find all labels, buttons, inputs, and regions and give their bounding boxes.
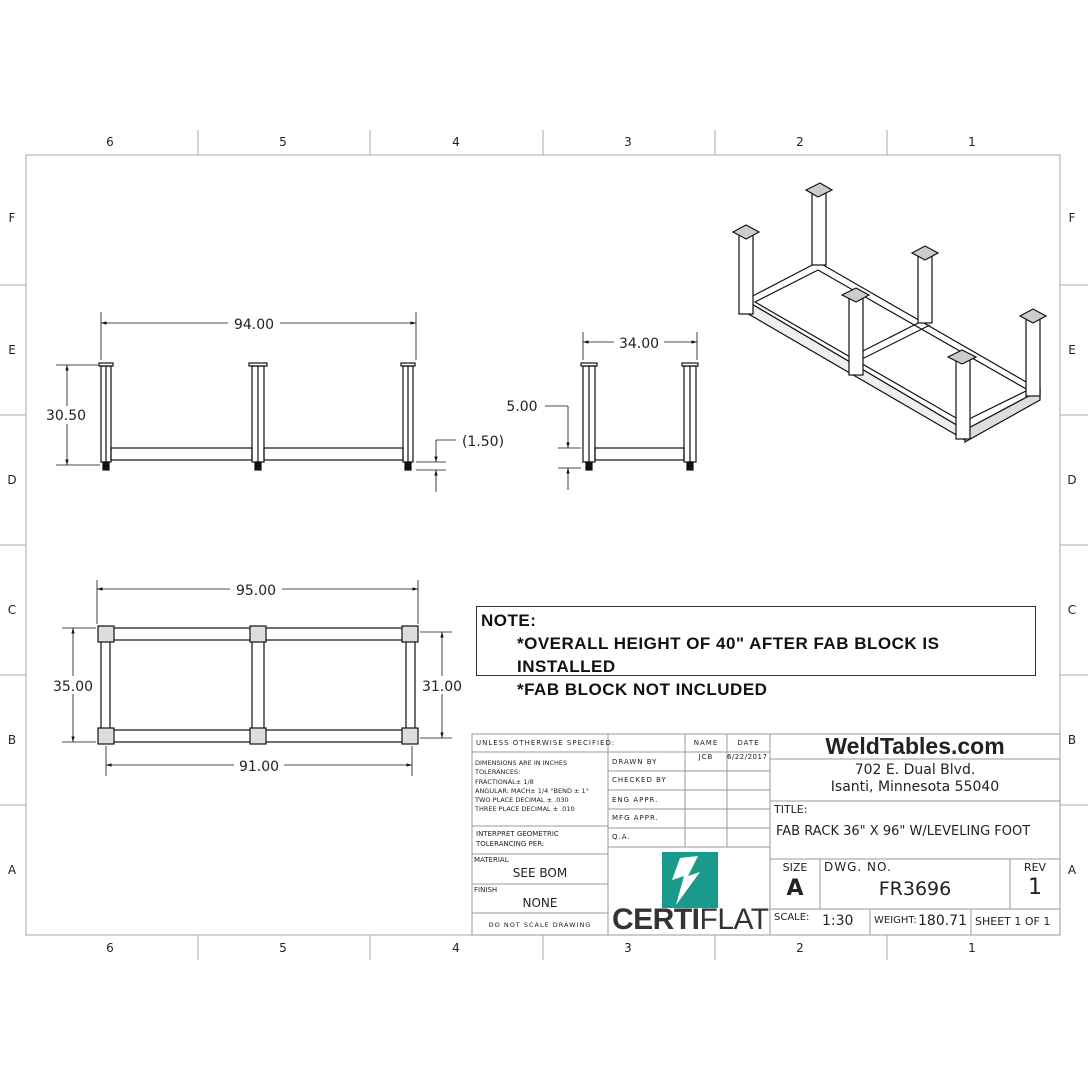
- dwg-no-value: FR3696: [878, 878, 952, 900]
- zone-row-f-right: F: [1069, 211, 1076, 225]
- role-checked-by: CHECKED BY: [612, 776, 667, 784]
- dim-front-width: 94.00: [234, 317, 274, 333]
- address-line-1: 702 E. Dual Blvd.: [854, 762, 976, 778]
- dim-top-outer-length: 95.00: [236, 583, 276, 599]
- zone-row-d-right: D: [1067, 473, 1076, 487]
- role-mfg-appr: MFG APPR.: [612, 814, 659, 822]
- interpret-tolerancing: INTERPRET GEOMETRIC TOLERANCING PER:: [476, 829, 559, 849]
- logo-text-light: FLAT: [699, 903, 770, 936]
- company-name: WeldTables.com: [825, 733, 1005, 759]
- zone-col-6-bottom: 6: [106, 941, 114, 955]
- front-view: [56, 312, 456, 492]
- certiflat-logo: CERTIFLAT: [612, 903, 769, 937]
- note-line-2: *FAB BLOCK NOT INCLUDED: [517, 680, 768, 699]
- scale-value: 1:30: [822, 913, 854, 929]
- zone-col-4-top: 4: [452, 135, 460, 149]
- drawn-by-date: 6/22/2017: [727, 753, 768, 761]
- dim-top-inner-width: 31.00: [422, 679, 462, 695]
- top-view: [62, 580, 452, 776]
- scale-label: SCALE:: [774, 912, 810, 923]
- material-value: SEE BOM: [512, 866, 568, 880]
- zone-labels: 6 5 4 3 2 1 6 5 4 3 2 1 F E D C B A F E …: [7, 135, 1077, 955]
- dim-top-outer-width: 35.00: [53, 679, 93, 695]
- tolerance-line: THREE PLACE DECIMAL ± .010: [475, 805, 575, 814]
- zone-col-2-bottom: 2: [796, 941, 804, 955]
- zone-row-e-left: E: [8, 343, 16, 357]
- rev-value: 1: [1028, 875, 1042, 900]
- tolerance-line: FRACTIONAL± 1/8: [475, 777, 534, 786]
- dim-top-inner-length: 91.00: [239, 759, 279, 775]
- tolerance-line: TWO PLACE DECIMAL ± .030: [475, 796, 569, 805]
- date-header: DATE: [737, 739, 760, 747]
- dim-foot-height: (1.50): [462, 434, 504, 450]
- zone-col-5-bottom: 5: [279, 941, 287, 955]
- role-qa: Q.A.: [612, 833, 631, 841]
- material-label: MATERIAL: [474, 856, 509, 864]
- note-line-1: *OVERALL HEIGHT OF 40" AFTER FAB BLOCK I…: [517, 634, 940, 676]
- dim-rail-height: 5.00: [506, 399, 537, 415]
- tolerance-line: DIMENSIONS ARE IN INCHES: [475, 759, 568, 767]
- finish-value: NONE: [522, 896, 558, 910]
- tolerance-line: TOLERANCES:: [475, 768, 521, 777]
- zone-row-d-left: D: [7, 473, 16, 487]
- rev-label: REV: [1023, 861, 1047, 874]
- zone-row-a-left: A: [8, 863, 17, 877]
- tolerance-line: ANGULAR: MACH± 1/4 °BEND ± 1°: [475, 786, 589, 795]
- note-box: NOTE: *OVERALL HEIGHT OF 40" AFTER FAB B…: [476, 606, 1036, 699]
- zone-col-3-top: 3: [624, 135, 632, 149]
- drawing-title: FAB RACK 36" X 96" W/LEVELING FOOT: [776, 824, 1031, 839]
- isometric-view: [731, 182, 1048, 444]
- interpret-line: INTERPRET GEOMETRIC: [476, 830, 559, 838]
- zone-row-a-right: A: [1068, 863, 1077, 877]
- zone-row-c-right: C: [1068, 603, 1076, 617]
- zone-col-1-bottom: 1: [968, 941, 976, 955]
- zone-col-3-bottom: 3: [624, 941, 632, 955]
- zone-row-f-left: F: [9, 211, 16, 225]
- zone-col-4-bottom: 4: [452, 941, 460, 955]
- dim-side-width: 34.00: [619, 336, 659, 352]
- zone-row-e-right: E: [1068, 343, 1076, 357]
- unless-specified-label: UNLESS OTHERWISE SPECIFIED:: [476, 739, 616, 747]
- dwg-no-label: DWG. NO.: [824, 860, 892, 874]
- zone-col-1-top: 1: [968, 135, 976, 149]
- drawn-by-name: JCB: [698, 753, 714, 761]
- size-label: SIZE: [782, 861, 808, 874]
- do-not-scale: DO NOT SCALE DRAWING: [488, 921, 592, 929]
- weight-value: 180.71: [918, 913, 967, 929]
- size-value: A: [786, 876, 804, 901]
- logo-text-bold: CERTI: [612, 903, 700, 936]
- sheet-number: SHEET 1 OF 1: [975, 915, 1051, 928]
- role-eng-appr: ENG APPR.: [612, 796, 659, 804]
- zone-col-5-top: 5: [279, 135, 287, 149]
- zone-col-2-top: 2: [796, 135, 804, 149]
- interpret-line: TOLERANCING PER:: [476, 840, 545, 848]
- zone-row-b-left: B: [8, 733, 16, 747]
- title-label: TITLE:: [774, 803, 808, 816]
- role-drawn-by: DRAWN BY: [612, 758, 658, 766]
- weight-label: WEIGHT:: [874, 915, 917, 926]
- zone-row-b-right: B: [1068, 733, 1076, 747]
- zone-row-c-left: C: [8, 603, 16, 617]
- name-header: NAME: [693, 739, 719, 747]
- note-heading: NOTE:: [481, 611, 537, 630]
- zone-col-6-top: 6: [106, 135, 114, 149]
- dim-front-height: 30.50: [46, 408, 86, 424]
- tolerances-block: DIMENSIONS ARE IN INCHES TOLERANCES: FRA…: [475, 759, 589, 815]
- address-line-2: Isanti, Minnesota 55040: [830, 779, 1000, 795]
- finish-label: FINISH: [474, 886, 498, 894]
- side-view: [545, 332, 699, 490]
